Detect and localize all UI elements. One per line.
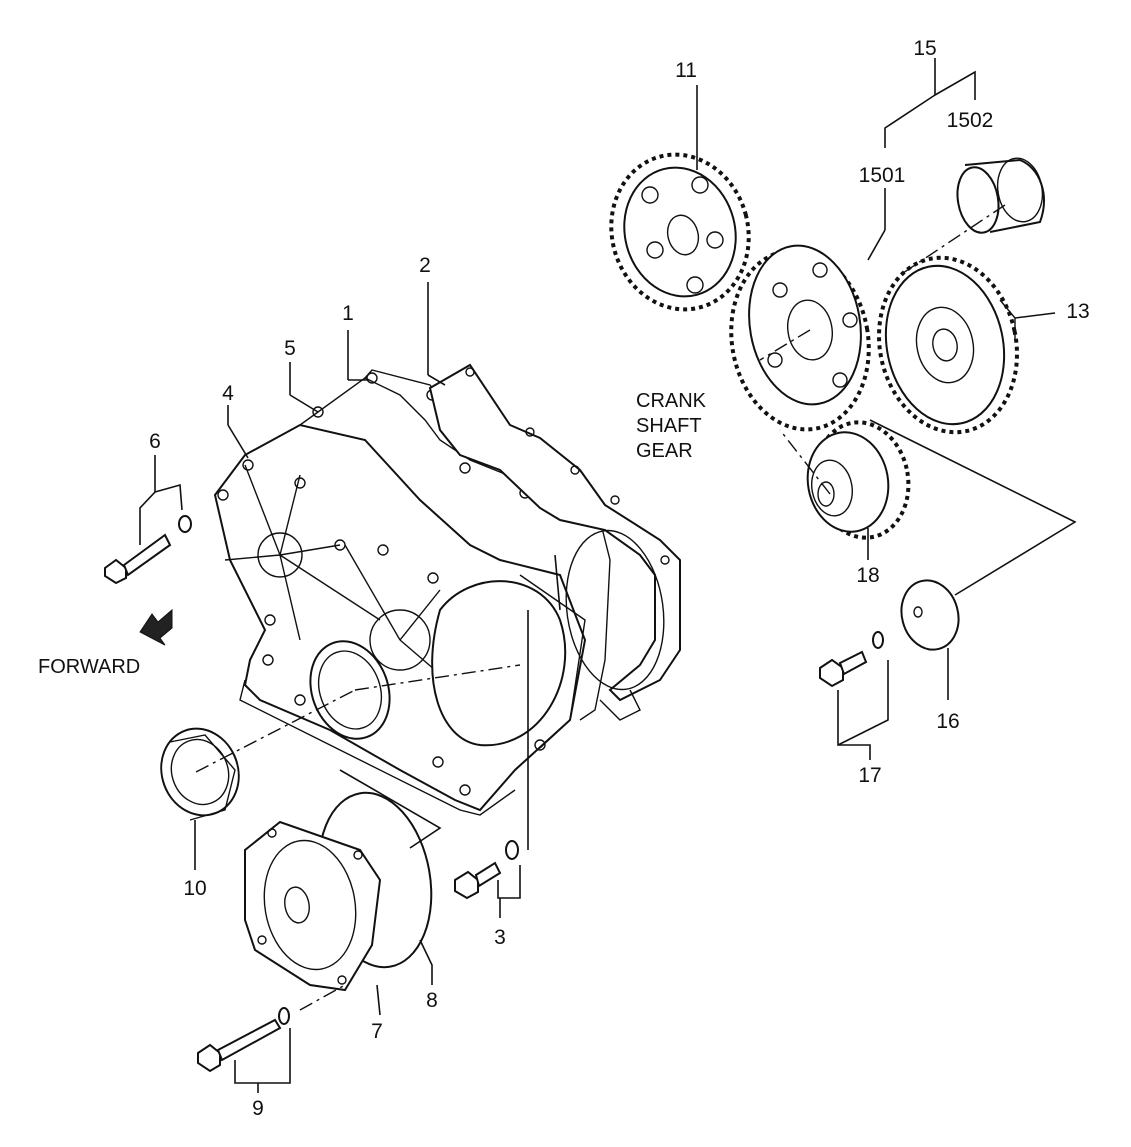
gear-13	[877, 255, 1019, 435]
callout-7: 7	[371, 1020, 383, 1043]
oil-seal	[160, 727, 240, 821]
forward-label: FORWARD	[38, 656, 140, 678]
callout-1: 1	[342, 302, 354, 325]
leader-lines	[139, 58, 1077, 1093]
bolt-3	[454, 840, 519, 900]
callout-10: 10	[183, 877, 206, 900]
forward-arrow-icon	[139, 608, 173, 646]
crankshaft-gear	[729, 244, 871, 432]
bolt-17	[819, 631, 884, 688]
callout-6: 6	[149, 430, 161, 453]
callout-5: 5	[284, 337, 296, 360]
cover-plate	[244, 820, 382, 992]
callout-15: 15	[913, 37, 936, 60]
crank-shaft-gear-label-line2: SHAFT	[636, 415, 702, 437]
callout-11: 11	[675, 59, 697, 82]
crank-shaft-gear-label-line1: CRANK	[636, 390, 707, 412]
callout-3: 3	[494, 926, 506, 949]
callout-1502: 1502	[947, 109, 994, 132]
callout-16: 16	[936, 710, 959, 733]
gear-case	[213, 423, 587, 816]
crank-shaft-gear-label-line3: GEAR	[636, 440, 693, 462]
notes: CRANK SHAFT GEAR FORWARD	[38, 390, 707, 678]
callout-13: 13	[1066, 300, 1089, 323]
bolt-9	[197, 1007, 290, 1073]
callout-18: 18	[856, 564, 879, 587]
callout-1501: 1501	[859, 164, 906, 187]
gear-11	[609, 152, 751, 312]
callout-2: 2	[419, 254, 431, 277]
bolt-6	[104, 515, 192, 585]
bushing	[956, 157, 1045, 234]
callout-4: 4	[222, 382, 234, 405]
thrust-washer	[900, 579, 960, 651]
callouts: 1 2 3 4 5 6 7 8 9 10 11 13 15 1501 1502 …	[149, 37, 1090, 1120]
gear-18	[806, 420, 911, 540]
case-cover	[428, 363, 681, 721]
callout-8: 8	[426, 989, 438, 1012]
callout-17: 17	[858, 764, 881, 787]
callout-9: 9	[252, 1097, 264, 1120]
center-lines	[195, 204, 1006, 1011]
